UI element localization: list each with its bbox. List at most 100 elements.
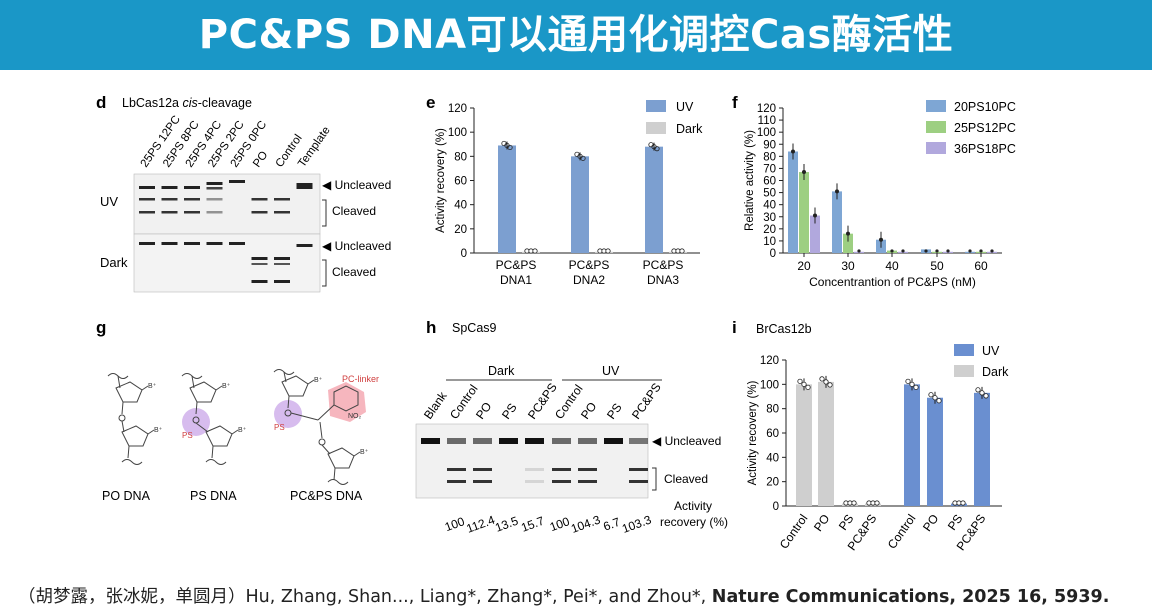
bar [843,233,853,253]
gel-band [206,211,223,214]
bar [645,146,663,253]
bar [904,384,920,506]
ps-label: PS [182,431,193,440]
panel-g: g B⁺ B⁺ [96,318,379,503]
x-tick-label: PC&PS [496,258,537,272]
data-point [928,392,934,398]
data-point [580,155,586,161]
bar [810,215,820,253]
gel-band [161,198,178,201]
panel-h-title: SpCas9 [452,321,497,335]
citation-authors: （胡梦露，张冰妮，单圆月）Hu, Zhang, Shan..., Liang*,… [18,587,712,607]
lane-label: PO [473,399,494,421]
y-tick-label: 80 [763,151,776,163]
pcps-base-2: B⁺ [360,449,369,456]
y-tick-label: 10 [763,236,776,248]
y-tick-label: 30 [763,212,776,224]
recovery-value: 104.3 [569,512,602,536]
y-tick-label: 80 [766,404,779,416]
gel-band [251,280,268,283]
pc-linker-label: PC-linker [342,374,379,384]
data-point [835,189,839,194]
recovery-value: 13.5 [493,514,520,535]
gel-band [139,198,155,201]
data-point [983,393,989,399]
gel-band [161,186,178,189]
header-bar: PC&PS DNA可以通用化调控Cas酶活性 [0,0,1152,70]
bracket-h [652,467,657,491]
gel-band [629,480,648,483]
data-point [979,249,983,253]
panel-letter-d: d [96,93,106,112]
data-point [874,500,880,506]
recovery-label-line2: recovery (%) [660,515,728,529]
x-tick-label: PS [945,512,966,533]
y-tick-label: 120 [448,103,467,115]
legend-swatch [646,100,666,112]
cleaved-label-uv: Cleaved [332,204,376,218]
x-tick-label: Control [777,512,811,552]
gel-band [473,480,492,483]
y-tick-label: 120 [760,355,779,367]
data-point [791,149,795,154]
pcps-base-1: B⁺ [314,377,323,384]
gel-band [578,438,597,444]
gel-band [629,438,648,444]
y-tick-label: 60 [454,176,467,188]
ps-highlight [182,408,210,436]
po-dna-structure [107,373,155,465]
x-tick-label: 30 [841,259,855,273]
lane-label: PS [499,401,520,422]
legend-label: Dark [982,365,1009,379]
y-tick-label: 0 [461,248,467,260]
row-label-dark: Dark [100,255,128,270]
bar [796,384,812,506]
data-point [909,381,915,387]
data-point [879,237,883,242]
lane-label: Template [296,125,333,170]
data-point [823,379,829,385]
y-tick-label: 100 [757,127,776,139]
data-point [819,376,825,382]
x-tick-label: 40 [885,259,899,273]
gel-band [251,211,268,214]
data-point [901,249,905,253]
recovery-value: 100 [443,514,467,534]
data-point [679,248,685,254]
panel-letter-e: e [426,93,435,112]
bar [498,145,516,253]
row-label-uv: UV [100,194,118,209]
uncleaved-label-dark: ◀ Uncleaved [322,239,391,253]
legend-label: UV [982,344,1000,358]
data-point [946,249,950,253]
x-tick-label: Control [885,512,919,552]
legend-swatch [646,122,666,134]
y-tick-label: 0 [770,248,776,260]
recovery-value: 112.4 [465,513,497,536]
bracket-uv [322,199,327,227]
gel-band [206,187,223,190]
y-tick-label: 40 [763,200,776,212]
gel-band [206,242,223,245]
y-tick-label: 40 [766,452,779,464]
legend-swatch [954,344,974,356]
legend-label: UV [676,100,694,114]
bar [832,191,842,253]
gel-band [499,438,518,444]
x-axis-label: Concentrantion of PC&PS (nM) [809,275,976,289]
y-tick-label: 40 [454,200,467,212]
y-tick-label: 80 [454,151,467,163]
lane-label: Blank [421,388,450,421]
panel-letter-i: i [732,318,737,337]
y-axis-label: Relative activity (%) [744,130,756,231]
data-point [507,144,513,151]
po-base-2: B⁺ [154,427,163,434]
no2-label: NO₂ [348,413,362,420]
y-tick-label: 100 [760,379,779,391]
y-tick-label: 90 [763,139,776,151]
gel-spcas9 [415,423,649,499]
panel-letter-h: h [426,318,436,337]
